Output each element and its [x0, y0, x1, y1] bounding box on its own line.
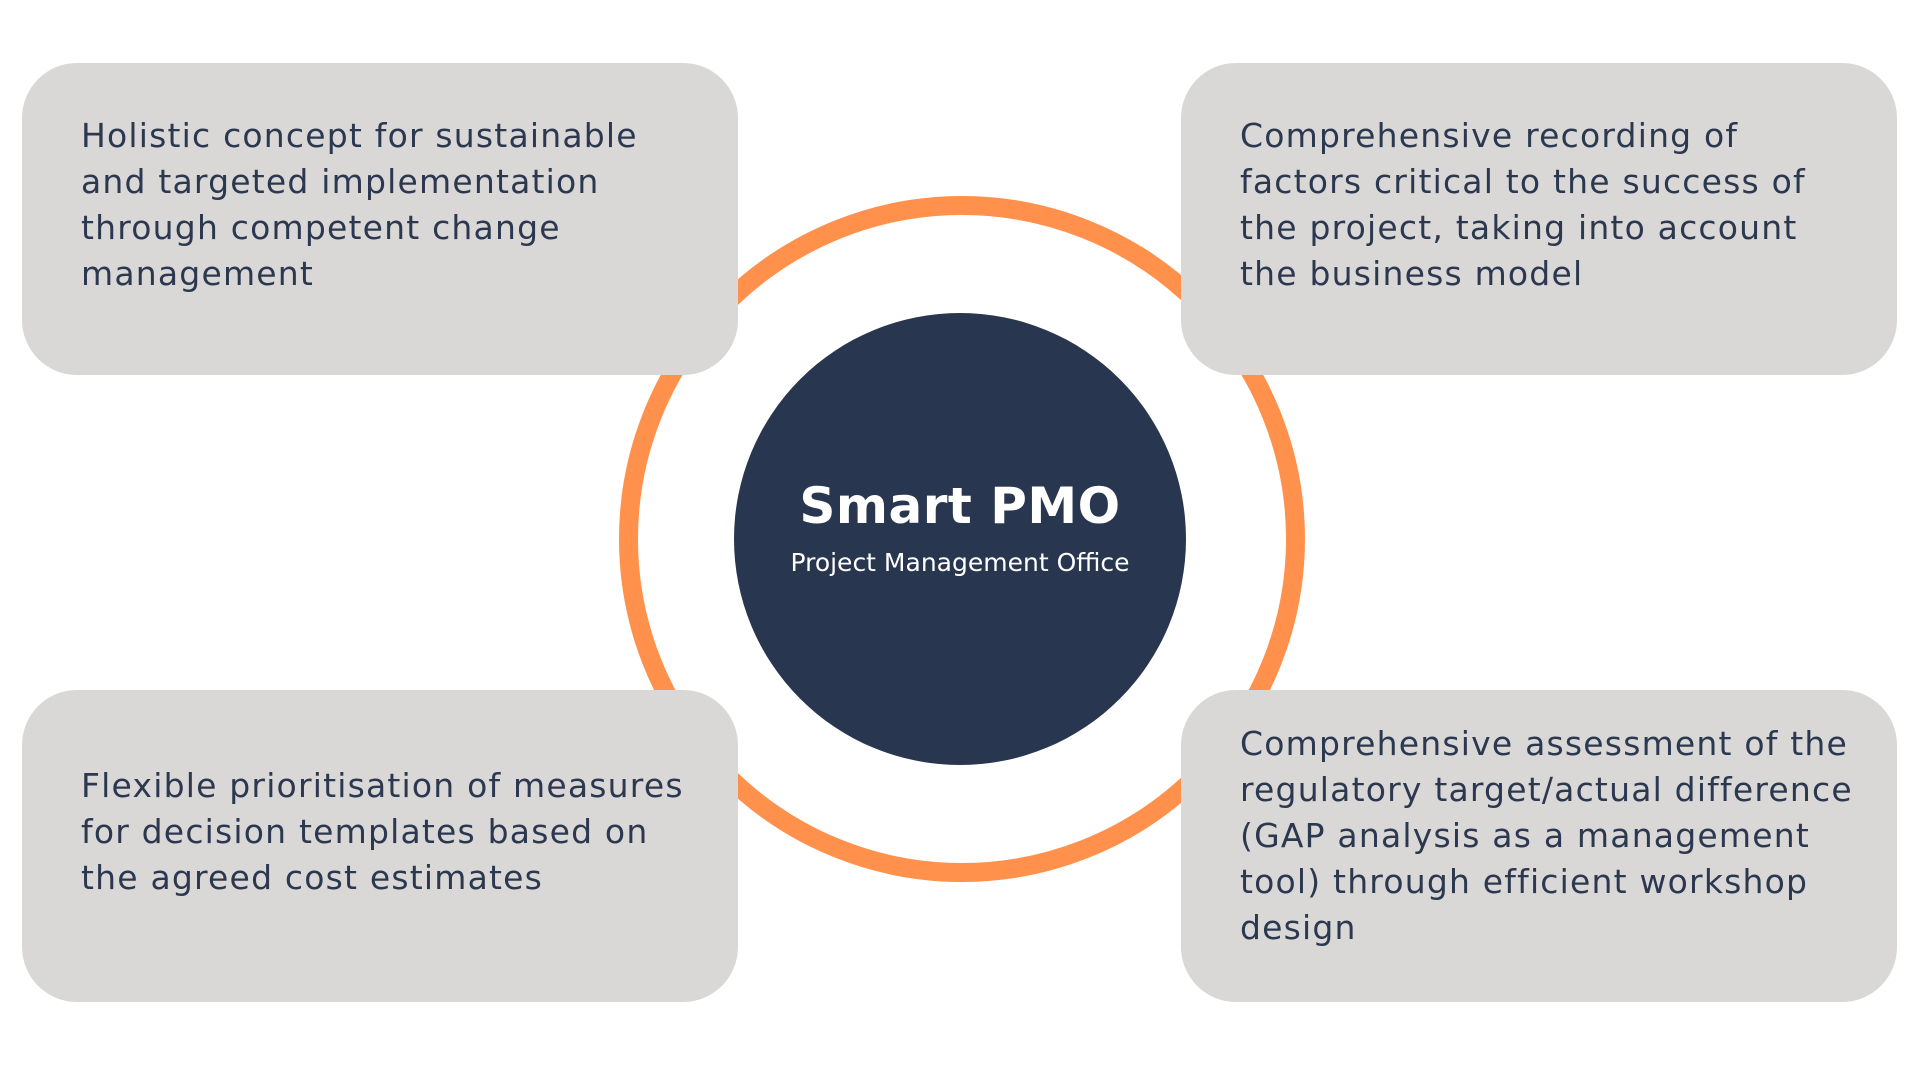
card-line: Comprehensive recording of	[1240, 116, 1739, 155]
center-title: Smart PMO	[799, 477, 1121, 535]
card-line: through competent change	[81, 208, 561, 247]
card-line: the agreed cost estimates	[81, 858, 544, 897]
card-top-left: Holistic concept for sustainable and tar…	[22, 63, 738, 375]
center-subtitle: Project Management Office	[790, 548, 1130, 577]
card-line: the business model	[1240, 254, 1584, 293]
card-top-left-text: Holistic concept for sustainable and tar…	[81, 113, 638, 297]
card-bottom-left-text: Flexible prioritisation of measures for …	[81, 763, 684, 901]
card-line: and targeted implementation	[81, 162, 600, 201]
card-bottom-right: Comprehensive assessment of the regulato…	[1181, 690, 1897, 1002]
card-line: tool) through efficient workshop	[1240, 862, 1809, 901]
card-line: for decision templates based on	[81, 812, 649, 851]
card-bottom-right-text: Comprehensive assessment of the regulato…	[1240, 721, 1853, 951]
card-top-right-text: Comprehensive recording of factors criti…	[1240, 113, 1806, 297]
card-line: management	[81, 254, 315, 293]
card-line: the project, taking into account	[1240, 208, 1798, 247]
card-line: Flexible prioritisation of measures	[81, 766, 684, 805]
card-line: Comprehensive assessment of the	[1240, 724, 1849, 763]
card-line: (GAP analysis as a management	[1240, 816, 1810, 855]
card-line: regulatory target/actual difference	[1240, 770, 1853, 809]
card-line: design	[1240, 908, 1357, 947]
card-line: factors critical to the success of	[1240, 162, 1806, 201]
card-bottom-left: Flexible prioritisation of measures for …	[22, 690, 738, 1002]
card-line: Holistic concept for sustainable	[81, 116, 638, 155]
card-top-right: Comprehensive recording of factors criti…	[1181, 63, 1897, 375]
center-circle: Smart PMO Project Management Office	[734, 313, 1186, 765]
